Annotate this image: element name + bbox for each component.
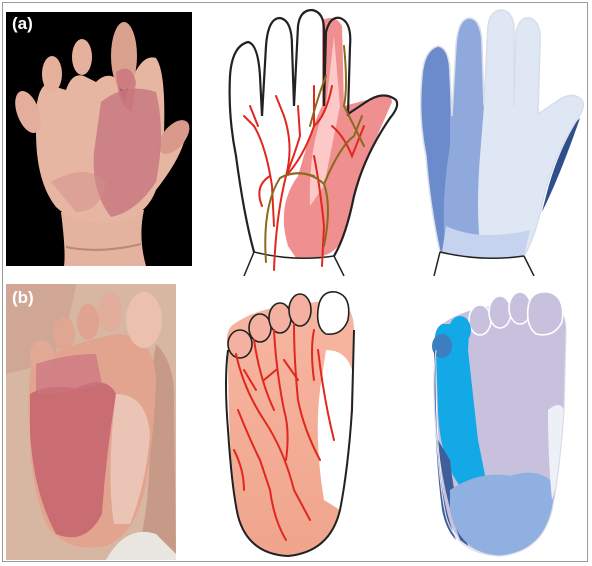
foot-vessel-diagram — [214, 290, 364, 560]
panel-a-label: (a) — [12, 14, 33, 34]
hand-photo — [6, 12, 192, 266]
foot-dermatome-diagram — [420, 290, 580, 560]
panel-b-label: (b) — [12, 288, 34, 308]
hand-dermatome-diagram — [410, 6, 590, 276]
hand-vessel-diagram — [214, 6, 404, 276]
foot-photo — [6, 284, 176, 560]
